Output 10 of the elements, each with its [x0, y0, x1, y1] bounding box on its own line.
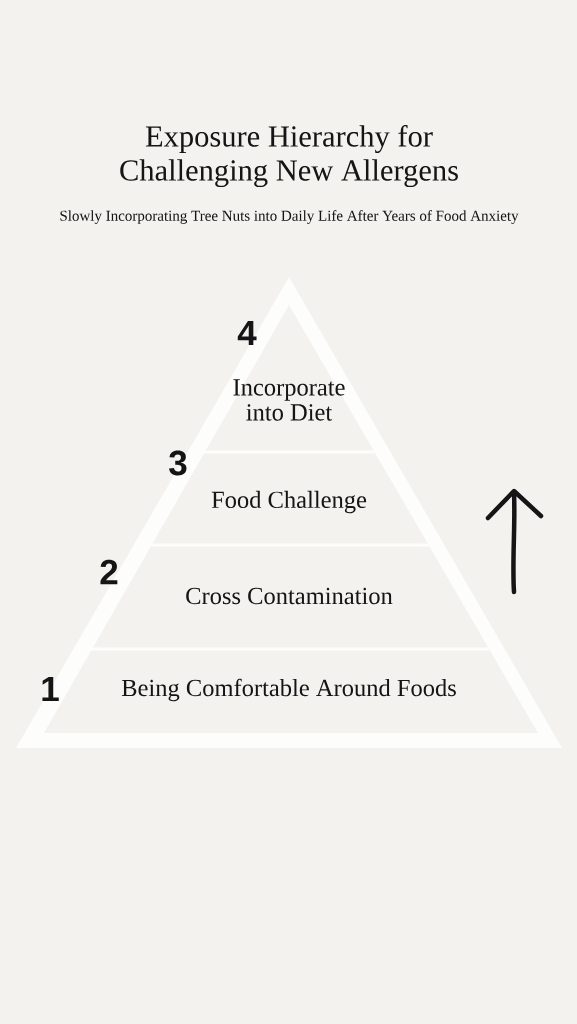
step-number: 3 — [169, 450, 187, 476]
step-number: 2 — [100, 559, 118, 585]
tier-label: Being Comfortable Around Foods — [121, 678, 456, 702]
tier-label: Cross Contamination — [186, 587, 393, 605]
tier-label: Incorporate into Diet — [233, 379, 345, 421]
title: Exposure Hierarchy for Challenging New Allergens — [120, 125, 458, 188]
subtitle: Slowly Incorporating Tree Nuts into Daily Life After Years of Food Anxiety — [60, 210, 519, 224]
step-number: 4 — [237, 320, 257, 346]
step-number: 1 — [42, 676, 59, 702]
tier-label: Food Challenge — [211, 490, 367, 514]
